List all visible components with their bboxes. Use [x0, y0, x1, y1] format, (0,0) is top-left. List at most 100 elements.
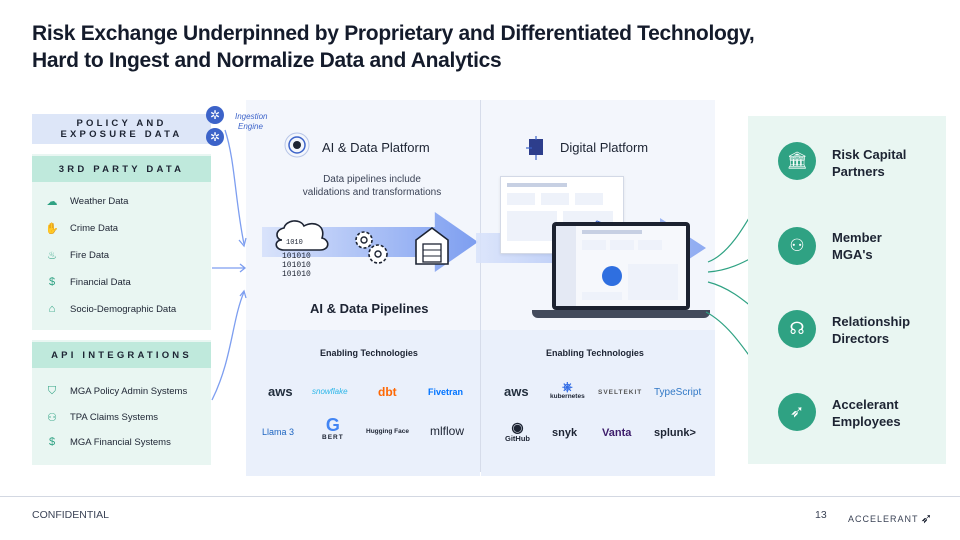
ai-platform-icon [284, 132, 310, 158]
cloud-binary-icon: 1010 101010 101010 101010 [275, 220, 329, 279]
audience-line-2: MGA's [832, 247, 873, 262]
logo-github: ◉ GitHub [505, 420, 530, 443]
title-line-1: Risk Exchange Underpinned by Proprietary… [32, 22, 755, 45]
logo-bert: G BERT [322, 416, 344, 441]
weather-icon: ☁ [46, 195, 58, 208]
digital-platform-icon [526, 136, 543, 160]
ai-enabling-title: Enabling Technologies [320, 348, 418, 358]
svg-text:1010: 1010 [286, 239, 303, 247]
list-item-label: MGA Financial Systems [70, 436, 171, 448]
arrowhead-policy [238, 237, 247, 248]
logo-vanta: Vanta [602, 427, 632, 439]
google-g-icon: G [325, 415, 340, 435]
digital-platform-title: Digital Platform [560, 140, 649, 155]
list-item-financial: $ Financial Data [44, 274, 131, 290]
people-icon: ⚇ [778, 227, 816, 265]
list-item-crime: ✋ Crime Data [44, 220, 118, 236]
list-item-label: Fire Data [70, 249, 110, 261]
list-item-mga-financial: $ MGA Financial Systems [44, 434, 171, 450]
logo-typescript: TypeScript [654, 387, 702, 398]
logo-aws: aws [268, 384, 293, 399]
audience-line-1: Relationship [832, 314, 911, 329]
audience-risk-capital: Risk Capital Partners [832, 146, 906, 180]
title-line-2: Hard to Ingest and Normalize Data and An… [32, 49, 502, 72]
audience-line-2: Directors [832, 331, 890, 346]
people-icon: ⚇ [47, 411, 57, 424]
subtitle-line-2: validations and transformations [302, 187, 442, 198]
audience-line-1: Accelerant [832, 397, 899, 412]
list-item-label: Crime Data [70, 222, 119, 234]
ai-platform-subtitle: Data pipelines include validations and t… [282, 173, 462, 199]
helm-icon: ⎈ [562, 379, 573, 394]
list-item-policy-admin: ⛉ MGA Policy Admin Systems [44, 383, 187, 399]
bird-icon: ➶ [920, 510, 934, 526]
ai-enabling-box [246, 330, 480, 476]
list-item-label: Weather Data [70, 195, 129, 207]
svg-text:101010: 101010 [282, 270, 311, 279]
list-item-label: Financial Data [70, 276, 131, 288]
list-item-label: TPA Claims Systems [70, 411, 158, 423]
audience-member-mgas: Member MGA's [832, 229, 882, 263]
ingestion-engine-label: Ingestion Engine [235, 112, 267, 132]
audience-relationship-directors: Relationship Directors [832, 313, 910, 347]
fire-icon: ♨ [47, 249, 57, 262]
logo-fivetran: Fivetran [428, 387, 464, 397]
logo-kubernetes: ⎈ kubernetes [550, 380, 585, 400]
kubernetes-label: kubernetes [550, 393, 585, 400]
digital-enabling-box [481, 330, 715, 476]
logo-snyk: snyk [552, 427, 578, 439]
platform-divider [480, 100, 481, 472]
bank-icon: 🏛 [778, 142, 816, 180]
audience-line-1: Member [832, 230, 882, 245]
list-item-label: MGA Policy Admin Systems [70, 385, 188, 397]
confidential-label: CONFIDENTIAL [32, 509, 110, 521]
api-header: API INTEGRATIONS [32, 342, 211, 368]
list-item-fire: ♨ Fire Data [44, 247, 109, 263]
laptop-base [532, 310, 710, 318]
connector-policy [224, 129, 245, 245]
audience-line-2: Employees [832, 414, 901, 429]
policy-exposure-header: POLICY AND EXPOSURE DATA [32, 114, 211, 144]
slide-title: Risk Exchange Underpinned by Proprietary… [32, 20, 755, 74]
gear-icon: ✲ [206, 128, 224, 146]
audience-line-1: Risk Capital [832, 147, 907, 162]
logo-llama: Llama 3 [262, 427, 295, 437]
logo-mlflow: mlflow [430, 424, 465, 438]
list-item-tpa-claims: ⚇ TPA Claims Systems [44, 409, 158, 425]
list-item-weather: ☁ Weather Data [44, 193, 129, 209]
arrowhead-api [239, 289, 247, 299]
logo-sveltekit: SVELTEKIT [598, 389, 643, 396]
laptop-display [556, 226, 686, 306]
shield-icon: ⛉ [47, 384, 57, 397]
crime-icon: ✋ [45, 222, 59, 235]
logo-aws: aws [504, 384, 529, 399]
laptop-dashboard [556, 226, 678, 306]
list-item-label: Socio-Demographic Data [70, 303, 177, 315]
ai-platform-title: AI & Data Platform [322, 140, 430, 155]
ingestion-line-2: Engine [238, 122, 263, 131]
third-party-box [32, 154, 211, 330]
audience-line-2: Partners [832, 164, 885, 179]
dollar-icon: $ [48, 436, 56, 448]
footer-divider [0, 496, 960, 497]
svg-text:101010: 101010 [282, 261, 311, 270]
bert-label: BERT [322, 434, 344, 441]
policy-line-1: POLICY AND [76, 118, 167, 129]
github-icon: ◉ [511, 419, 524, 435]
logo-dbt: dbt [378, 385, 397, 399]
svg-text:101010: 101010 [282, 252, 311, 261]
policy-line-2: EXPOSURE DATA [60, 129, 183, 140]
logo-snowflake: snowflake [312, 387, 348, 396]
logo-splunk: splunk> [654, 427, 696, 439]
ingestion-line-1: Ingestion [235, 112, 268, 121]
headset-icon: ☊ [778, 310, 816, 348]
page-number: 13 [815, 509, 827, 521]
brand-logo: ACCELERANT ➶ [848, 510, 933, 527]
house-icon: ⌂ [48, 303, 56, 315]
laptop-screen [552, 222, 690, 310]
github-label: GitHub [505, 434, 530, 443]
logo-hugging-face: Hugging Face [366, 428, 409, 435]
list-item-socio: ⌂ Socio-Demographic Data [44, 301, 176, 317]
gear-icon: ✲ [206, 106, 224, 124]
